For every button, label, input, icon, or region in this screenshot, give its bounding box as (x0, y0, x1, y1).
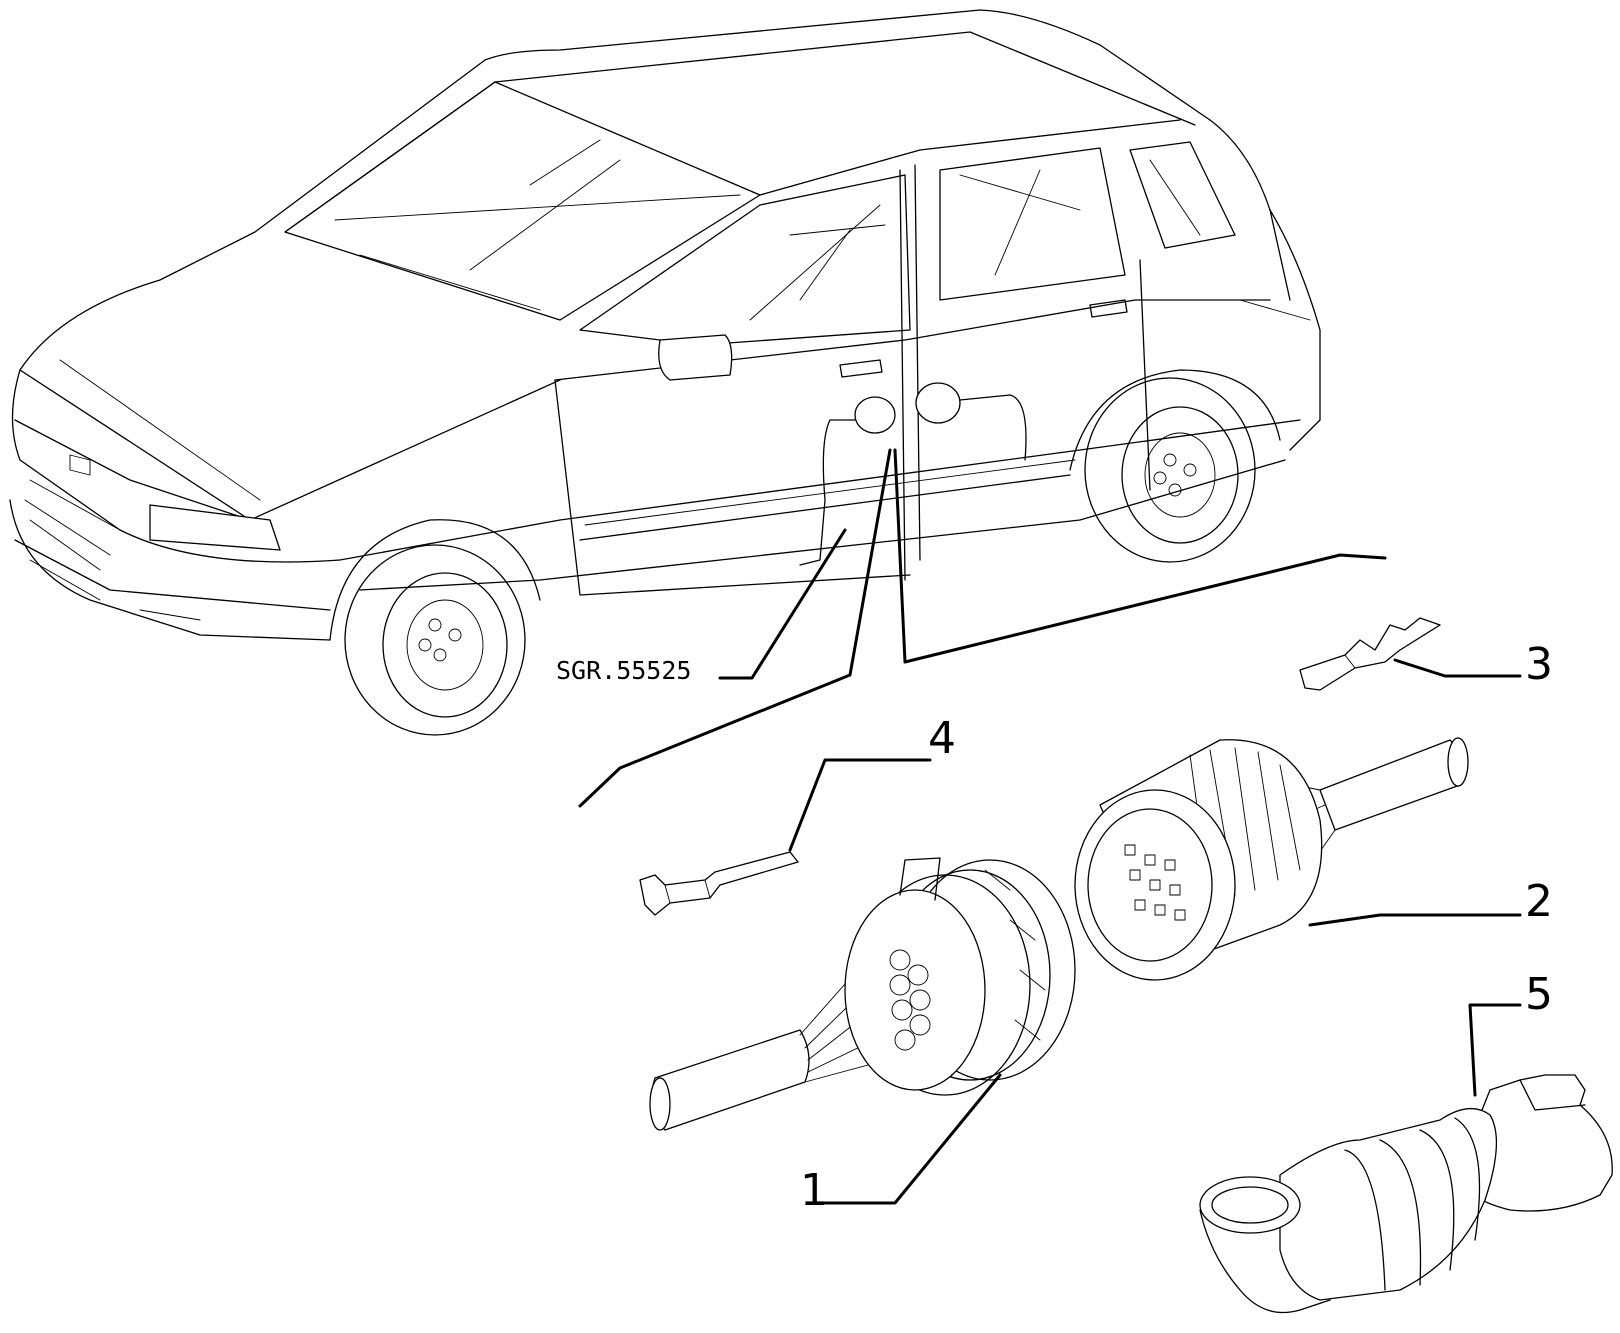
reference-code-label: SGR.55525 (556, 656, 691, 685)
part-2-connector (1074, 737, 1469, 981)
callout-leaders (718, 528, 1522, 1205)
part-1-connector (649, 857, 1076, 1131)
callout-5: 5 (1525, 969, 1553, 1020)
part-3-terminal (1299, 617, 1441, 691)
reference-code: SGR.55525 (556, 656, 691, 685)
callout-numbers: 3 4 2 5 1 (800, 639, 1553, 1216)
callout-2: 2 (1525, 876, 1553, 927)
callout-3: 3 (1525, 639, 1553, 690)
part-5-grommet (1199, 1074, 1613, 1314)
car-illustration (9, 9, 1321, 736)
section-leader-lines (578, 448, 1387, 808)
callout-4: 4 (928, 713, 956, 764)
part-4-terminal (639, 851, 799, 916)
callout-1: 1 (800, 1165, 828, 1216)
